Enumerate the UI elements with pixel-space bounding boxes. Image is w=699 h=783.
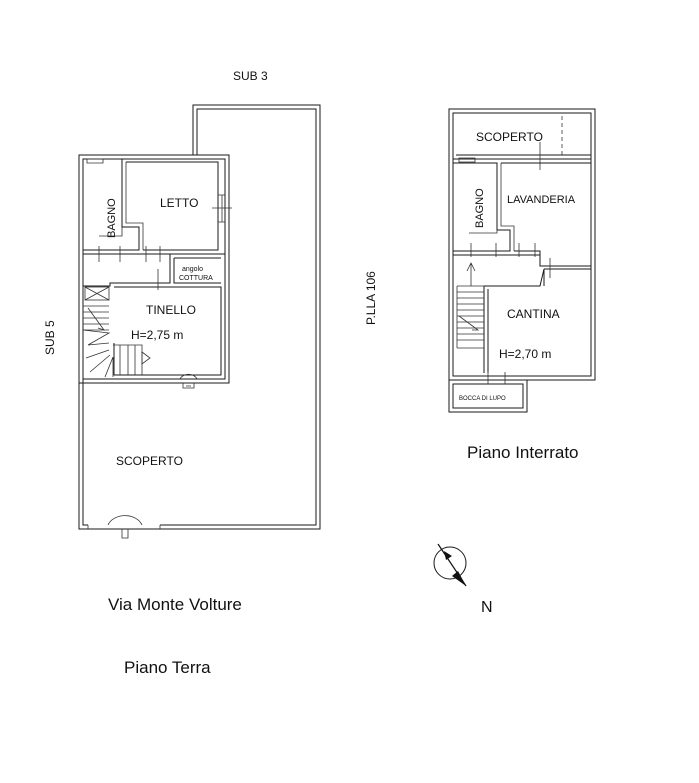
street-label: Via Monte Volture [108,595,242,614]
basement-door-marks [470,243,551,278]
floor-ground-label: Piano Terra [124,658,211,677]
sub5-label: SUB 5 [43,320,57,355]
staircase [82,286,151,378]
letto-window [212,194,232,223]
bagno-label-ground: BAGNO [106,198,118,238]
corridor-walls [83,253,171,287]
basement-vent [458,142,541,170]
basement-floor-plan: SCOPERTO BAGNO LAVANDERIA CANTINA H=2,70… [448,108,596,413]
courtyard-gate [87,515,161,539]
basement-inner-wall [452,112,592,377]
bocca-di-lupo-outline [448,380,528,413]
lavanderia-walls [501,162,591,270]
north-label: N [481,599,493,616]
basement-staircase [456,262,484,349]
ground-scoperto-label: SCOPERTO [116,454,183,468]
sub3-label: SUB 3 [233,69,268,83]
house-inner-wall [82,158,226,380]
basement-bagno-walls [453,162,511,252]
kitchen-walls [170,253,225,284]
tinello-walls [113,286,222,376]
lavanderia-label: LAVANDERIA [507,194,576,206]
house-entrance [179,373,198,389]
letto-room-walls [126,161,219,251]
ground-floor-plan: LETTO BAGNO angolo COTTURA TINELLO H=2,7… [78,104,321,539]
angolo-label-2: COTTURA [179,275,213,282]
basement-outer-wall [448,108,596,381]
corridor-door-marks [98,246,161,290]
letto-label: LETTO [160,196,198,210]
corner-marks [86,158,104,164]
courtyard-inner-boundary [82,108,317,526]
north-compass-icon [433,543,467,587]
ground-height-label: H=2,75 m [131,328,183,342]
floor-basement-label: Piano Interrato [467,443,579,462]
basement-corridor [452,251,545,373]
basement-bagno-walls-inner [469,163,515,251]
bagno-label-basement: BAGNO [474,188,486,228]
cantina-label: CANTINA [507,307,560,321]
angolo-label-1: angolo [182,266,203,273]
tinello-label: TINELLO [146,303,196,317]
plla-label: P.LLA 106 [364,271,378,325]
bagno-room-walls [83,158,140,251]
basement-scoperto-strip [453,154,591,160]
house-outer-wall [78,154,230,384]
basement-scoperto-label: SCOPERTO [476,130,543,144]
basement-height-label: H=2,70 m [499,347,551,361]
bocca-di-lupo-marks [487,372,506,384]
bocca-di-lupo-label: BOCCA DI LUPO [459,396,506,402]
bagno-room-walls-inner [99,162,144,250]
courtyard-outer-boundary [78,104,321,530]
